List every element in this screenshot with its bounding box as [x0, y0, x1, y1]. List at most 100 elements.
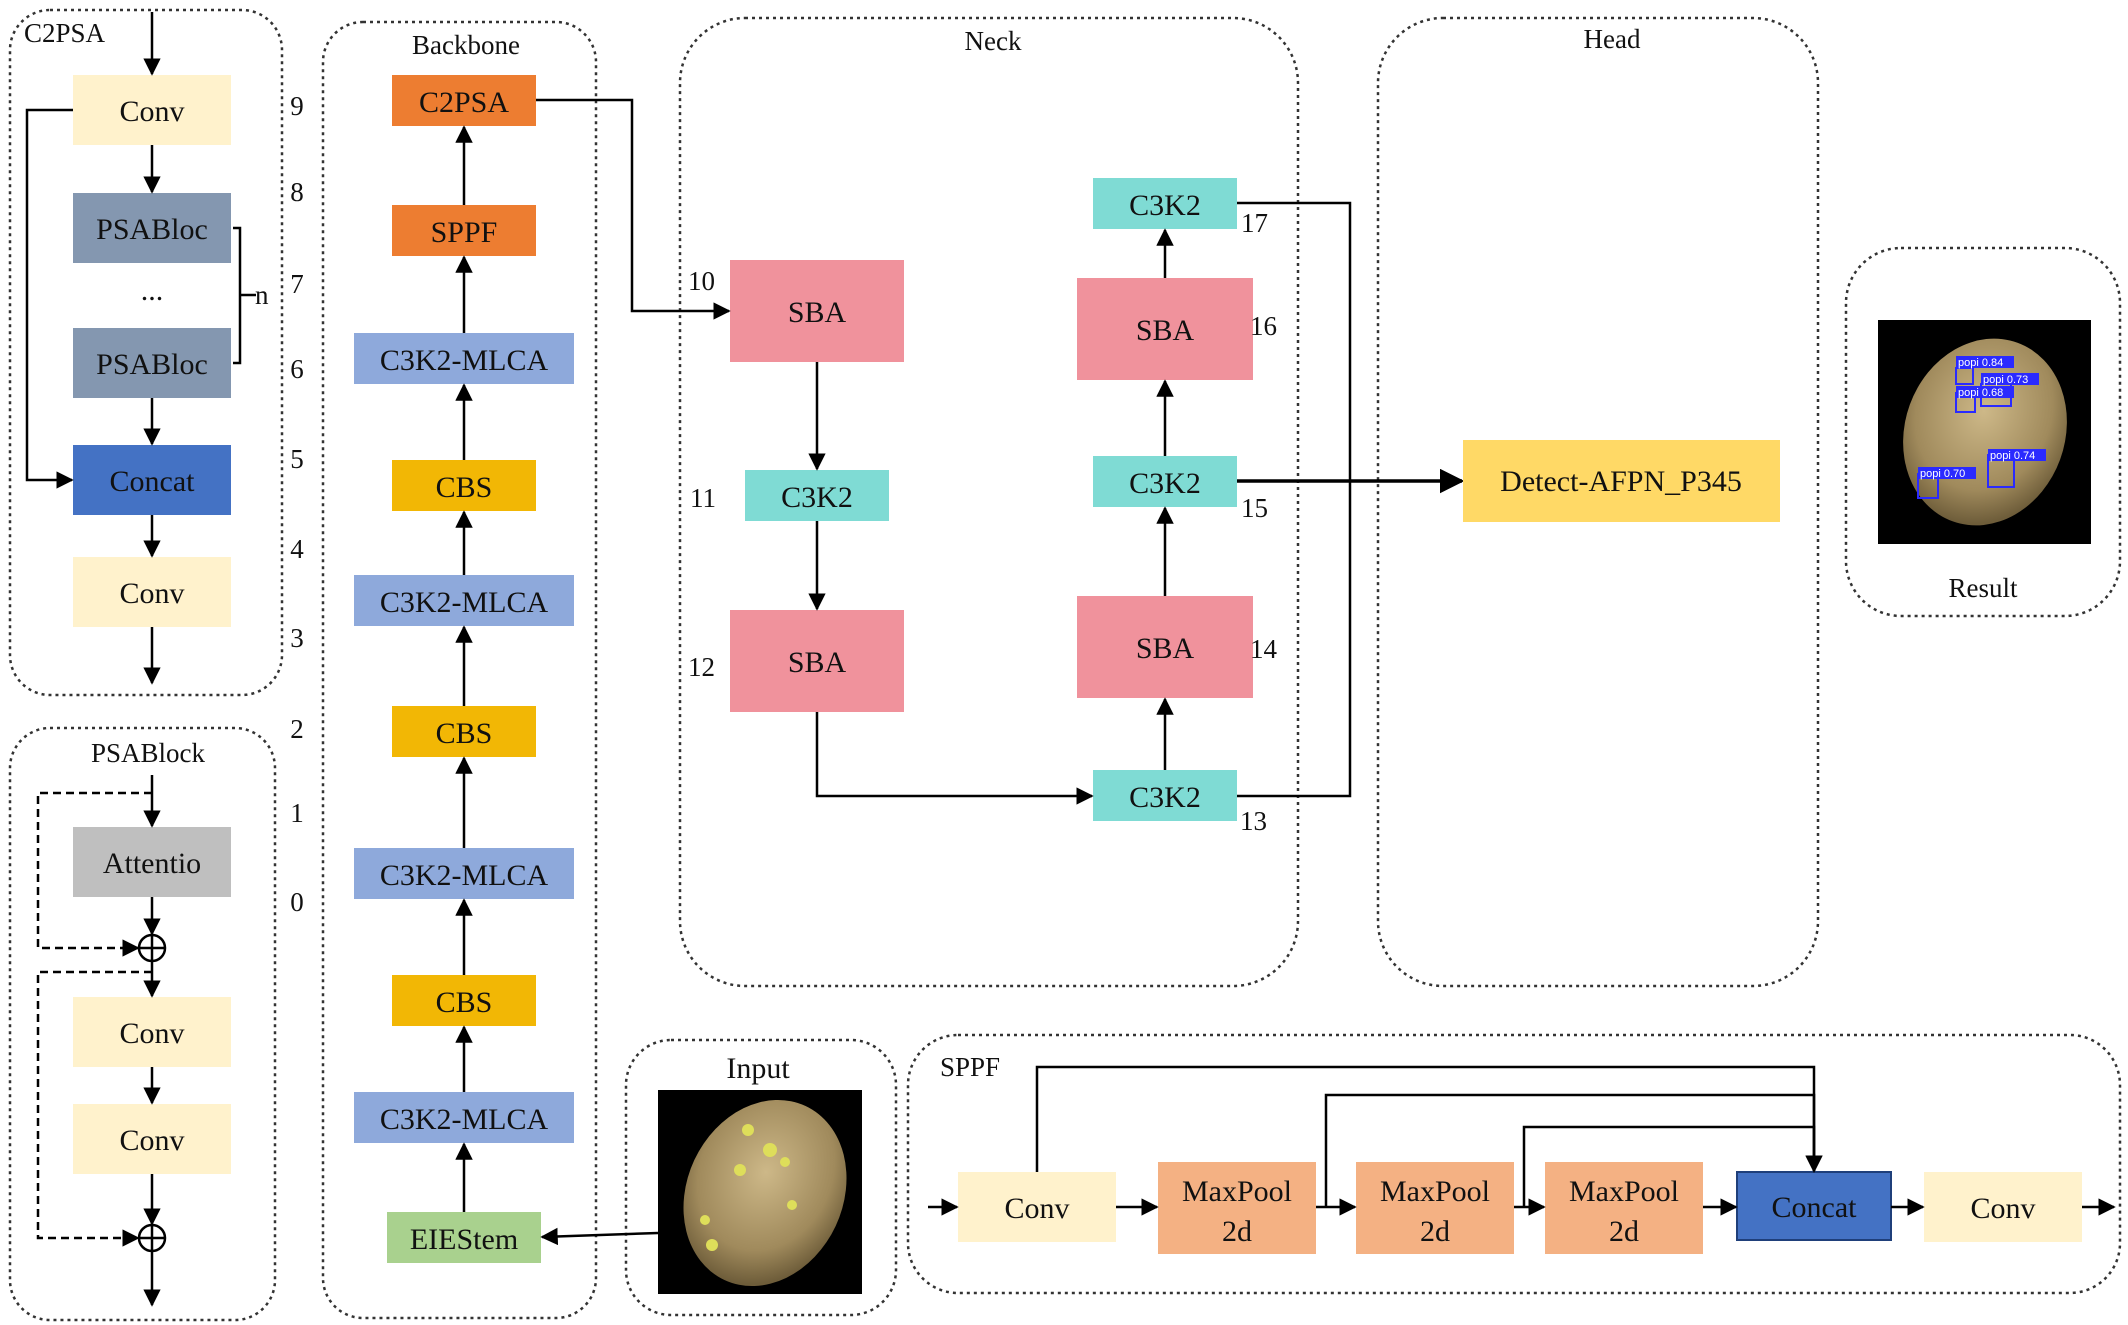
c3k2-17-to-head-line: [1237, 201, 1352, 481]
c3k2-13-to-head-line: [1237, 481, 1352, 798]
neck-layer-13-number: 13: [1240, 806, 1267, 836]
detection-label: popi 0.68: [1958, 387, 2003, 399]
backbone-c3k2-mlca-3-box: [354, 575, 574, 626]
neck-c3k2-17-box: [1093, 178, 1237, 229]
layer-number: 6: [290, 354, 304, 384]
sppf-maxpool-1-box: [1158, 1162, 1316, 1254]
neck-layer-11-number: 11: [690, 483, 716, 513]
c2psa-ellipsis: ...: [141, 274, 164, 307]
psablock-conv-1-label: Conv: [119, 1017, 184, 1050]
neck-c3k2-11-label: C3K2: [781, 481, 853, 514]
backbone-group: [321, 20, 598, 1320]
input-title: Input: [726, 1052, 790, 1085]
detection-label: popi 0.70: [1920, 468, 1965, 480]
psablock-module: Attentio Conv Conv: [36, 775, 231, 1307]
c2psa-psablock-2-box: [73, 328, 231, 398]
backbone-cbs-3-label: CBS: [436, 471, 493, 504]
sppf-concat-label: Concat: [1772, 1191, 1858, 1224]
c2psa-concat-label: Concat: [110, 465, 196, 498]
backbone-eiestem-label: EIEStem: [410, 1223, 518, 1256]
backbone-cbs-3-box: [392, 460, 536, 511]
backbone-c3k2-mlca-2-label: C3K2-MLCA: [380, 859, 549, 892]
backbone-eiestem-box: [387, 1212, 541, 1263]
sppf-skip-maxpool-2: [1522, 1125, 1823, 1207]
sppf-maxpool-3-box: [1545, 1162, 1703, 1254]
sppf-maxpool-2-sublabel: 2d: [1420, 1215, 1450, 1248]
psablock-residual-1: [36, 791, 152, 957]
backbone-c3k2-mlca-3-label: C3K2-MLCA: [380, 586, 549, 619]
head-detect-label: Detect-AFPN_P345: [1500, 465, 1742, 498]
sppf-skip-conv: [1035, 1065, 1823, 1173]
neck-c3k2-11-box: [745, 470, 889, 521]
psablock-conv-2-box: [73, 1104, 231, 1174]
c2psa-title: C2PSA: [24, 18, 106, 48]
sppf-maxpool-3-label: MaxPool: [1569, 1175, 1679, 1208]
detection-label: popi 0.73: [1983, 374, 2028, 386]
psablock-conv-1-box: [73, 997, 231, 1067]
input-to-eiestem-arrow: [540, 1227, 659, 1246]
neck-c3k2-13-label: C3K2: [1129, 781, 1201, 814]
sppf-conv-in-label: Conv: [1004, 1192, 1069, 1225]
neck-c3k2-15-label: C3K2: [1129, 467, 1201, 500]
sppf-conv-in-box: [958, 1172, 1116, 1242]
neck-c3k2-17-label: C3K2: [1129, 189, 1201, 222]
add-icon: [137, 1223, 167, 1253]
result-title: Result: [1948, 573, 2018, 603]
neck-sba-10-box: [730, 260, 904, 362]
sppf-maxpool-1-label: MaxPool: [1182, 1175, 1292, 1208]
sppf-concat-box: [1736, 1171, 1892, 1241]
neck-c3k2-13-box: [1093, 770, 1237, 821]
sppf-conv-out-label: Conv: [1970, 1192, 2035, 1225]
psablock-residual-2: [36, 970, 152, 1247]
c2psa-conv-top-label: Conv: [119, 95, 184, 128]
neck-sba-12-label: SBA: [788, 646, 847, 679]
sppf-maxpool-2-label: MaxPool: [1380, 1175, 1490, 1208]
sppf-module: Conv MaxPool 2d MaxPool 2d MaxPool 2d Co…: [928, 1065, 2116, 1254]
psablock-title: PSABlock: [91, 738, 206, 768]
result-image: popi 0.84 popi 0.73 popi 0.68 popi 0.74 …: [1878, 320, 2091, 544]
backbone-c2psa-label: C2PSA: [419, 86, 509, 119]
c2psa-psablock-2-label: PSABloc: [96, 348, 208, 381]
neck-layer-15-number: 15: [1241, 493, 1268, 523]
backbone-c3k2-mlca-2-box: [354, 848, 574, 899]
backbone-c3k2-mlca-1-label: C3K2-MLCA: [380, 1103, 549, 1136]
c2psa-skip-arrow: [25, 108, 74, 489]
backbone-c3k2-mlca-4-label: C3K2-MLCA: [380, 344, 549, 377]
sppf-maxpool-1-sublabel: 2d: [1222, 1215, 1252, 1248]
neck-sba-16-label: SBA: [1136, 314, 1195, 347]
add-icon: [137, 933, 167, 963]
backbone-c3k2-mlca-4-box: [354, 333, 574, 384]
c2psa-repeat-bracket: [233, 226, 256, 365]
neck-module: SBA 10 C3K2 11 SBA 12 C3K2 13 SBA 14 C3K…: [688, 178, 1278, 836]
neck-sba-14-label: SBA: [1136, 632, 1195, 665]
sppf-maxpool-3-sublabel: 2d: [1609, 1215, 1639, 1248]
neck-sba-10-label: SBA: [788, 296, 847, 329]
c2psa-group: [8, 8, 284, 697]
layer-number: 3: [290, 623, 304, 653]
sppf-group: [906, 1033, 2122, 1295]
backbone-cbs-1-box: [392, 975, 536, 1026]
neck-layer-16-number: 16: [1250, 311, 1277, 341]
neck-arrow: [815, 712, 1094, 805]
layer-number: 9: [290, 91, 304, 121]
c2psa-conv-bottom-box: [73, 557, 231, 627]
result-group: [1844, 246, 2122, 618]
psablock-attention-label: Attentio: [103, 847, 201, 880]
layer-number: 1: [290, 798, 304, 828]
psablock-group: [8, 726, 277, 1322]
backbone-cbs-1-label: CBS: [436, 986, 493, 1019]
backbone-cbs-2-box: [392, 706, 536, 757]
c2psa-to-sba-arrow: [536, 98, 731, 320]
neck-sba-14-box: [1077, 596, 1253, 698]
c2psa-module: Conv PSABloc ... PSABloc Concat Conv n: [25, 12, 269, 685]
input-group: [624, 1038, 898, 1317]
layer-number: 7: [290, 269, 304, 299]
c2psa-concat-box: [73, 445, 231, 515]
backbone-c3k2-mlca-1-box: [354, 1092, 574, 1143]
backbone-cbs-2-label: CBS: [436, 717, 493, 750]
layer-number: 0: [290, 887, 304, 917]
neck-layer-17-number: 17: [1241, 208, 1268, 238]
neck-layer-10-number: 10: [688, 266, 715, 296]
detection-label: popi 0.74: [1990, 450, 2035, 462]
